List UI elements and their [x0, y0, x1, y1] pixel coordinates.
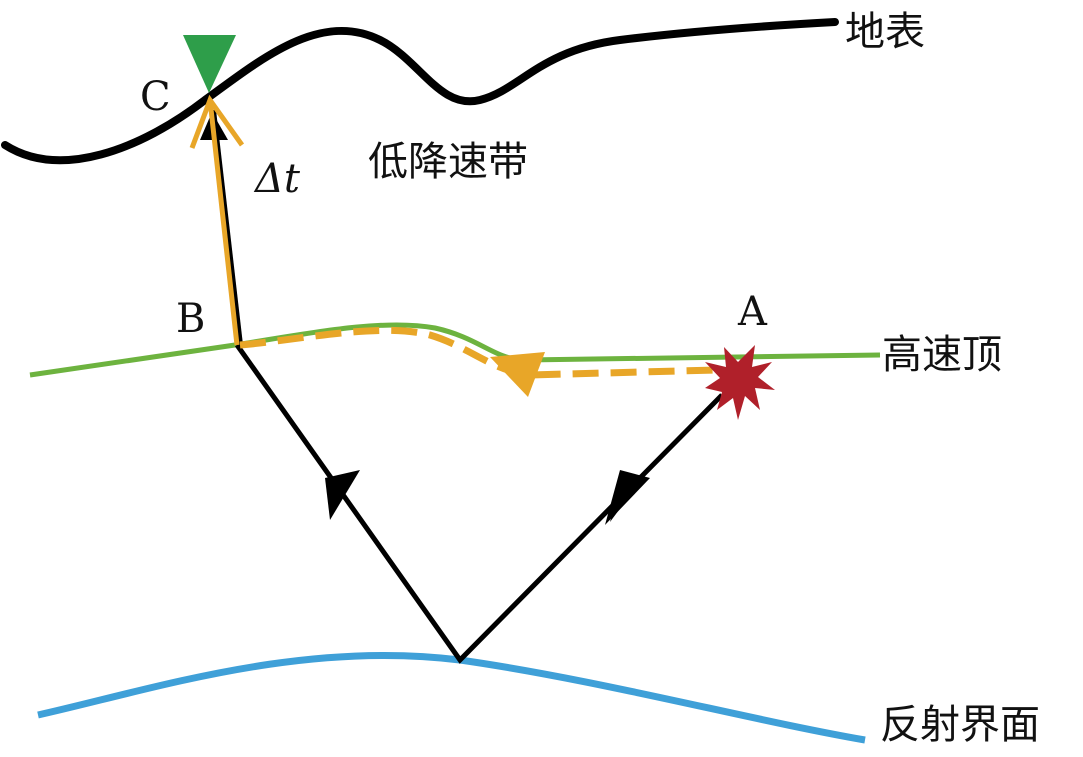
point-b-label: B — [176, 296, 205, 342]
refracted-arrow-icon — [490, 352, 545, 397]
vertical-arrow-icon — [189, 94, 245, 149]
surface-line — [1, 18, 839, 165]
refracted-path-dashed — [239, 326, 716, 379]
vertical-refracted-path — [207, 99, 240, 346]
receiver-triangle-icon — [183, 35, 236, 93]
point-a-label: A — [737, 289, 768, 335]
low-velocity-zone-label: 低降速带 — [368, 139, 528, 185]
reflection-interface-line — [37, 651, 866, 744]
reflection-interface-label: 反射界面 — [880, 702, 1040, 748]
source-star-icon — [705, 345, 775, 420]
high-velocity-top-label: 高速顶 — [882, 332, 1002, 378]
reflected-ray — [234, 343, 724, 664]
point-c-label: C — [140, 74, 171, 120]
ray-up-arrow-icon — [325, 470, 360, 520]
surface-label: 地表 — [845, 9, 925, 55]
delta-t-label: Δt — [253, 156, 301, 202]
ray-down-arrow-head — [605, 470, 650, 525]
